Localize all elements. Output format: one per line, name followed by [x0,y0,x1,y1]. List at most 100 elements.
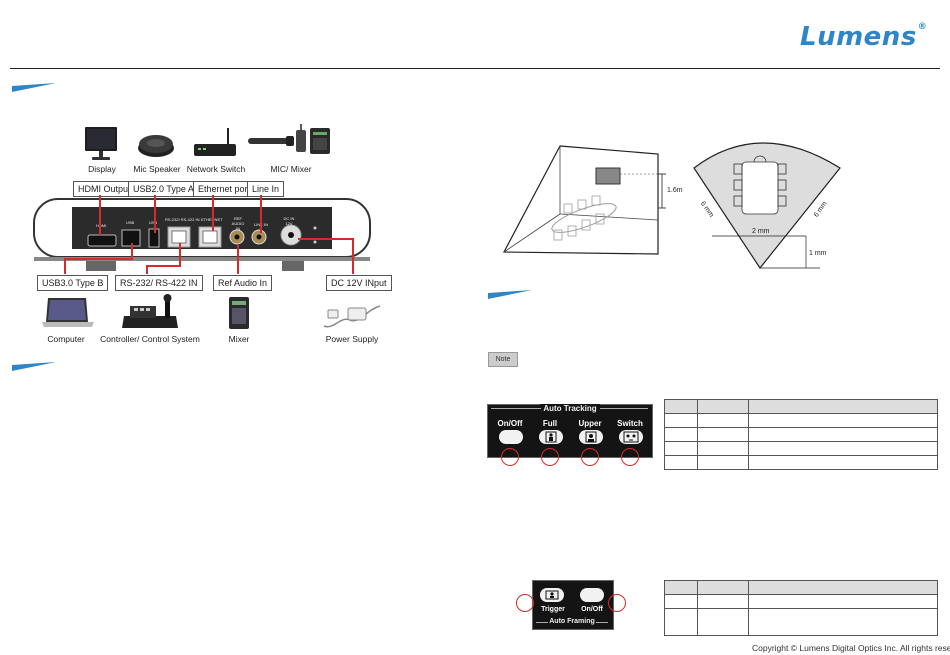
auto-framing-rule-left [536,622,548,623]
tracking-upper-label: Upper [578,419,602,428]
line-rs232-h [146,265,181,267]
line-usb-b-h [64,258,133,260]
lumens-logo: Lumens® [800,22,927,52]
copyright-text: Copyright © Lumens Digital Optics Inc. A… [752,643,950,653]
auto-framing-title: Auto Framing [549,618,595,625]
display-icon [85,127,117,160]
caption-mixer: Mixer [228,334,250,344]
room-height-label: 1.6m [667,187,683,194]
caption-mic-mixer: MIC/ Mixer [270,164,312,174]
fan-width-label: 2 mm [752,228,770,235]
auto-framing-table [664,580,938,636]
computer-icon [42,298,94,327]
tracking-onoff-label: On/Off [497,419,523,428]
framing-onoff-label: On/Off [581,606,603,613]
tracking-onoff-button[interactable] [499,430,523,444]
caption-power-supply: Power Supply [325,334,379,344]
label-dc-12v-input: DC 12V INput [326,275,392,291]
line-hdmi [99,195,101,235]
line-dc-v [352,238,354,274]
mic-speaker-icon [138,135,174,157]
callout-circle-3 [581,448,599,466]
table-row [664,455,938,470]
table-row [664,413,938,428]
network-switch-icon [194,128,236,156]
table-row [664,427,938,442]
line-dc-h [298,238,353,240]
switch-icon [623,431,639,443]
callout-circle-1 [501,448,519,466]
table-header-row [664,580,938,595]
label-ethernet-port: Ethernet port [193,181,256,197]
controller-icon [122,294,178,328]
table-header-cell [697,580,749,595]
tracking-full-label: Full [542,419,558,428]
auto-tracking-rule-right [600,408,648,409]
table-header-cell [697,399,749,414]
silk-hdmi: HDMI [96,223,107,228]
framing-trigger-icon [545,590,559,600]
table-row [664,594,938,609]
coverage-fan-diagram [693,142,841,270]
table-header-cell [748,580,938,595]
silk-ref-audio: REF AUDIO IN [231,216,245,231]
label-ref-audio-in: Ref Audio In [213,275,273,291]
full-body-icon [545,431,557,443]
table-header-cell [664,399,698,414]
registered-mark: ® [917,22,928,32]
line-ethernet [212,195,214,231]
caption-display: Display [88,164,116,174]
callout-circle-4 [621,448,639,466]
auto-framing-rule-right [596,622,608,623]
tracking-upper-button[interactable] [579,430,603,444]
caption-network-switch: Network Switch [186,164,246,174]
auto-tracking-table [664,399,938,470]
auto-tracking-title: Auto Tracking [540,404,600,413]
header-rule [10,68,940,69]
callout-circle-2 [541,448,559,466]
auto-tracking-rule-left [491,408,541,409]
tracking-switch-label: Switch [617,419,643,428]
upper-body-icon [585,431,597,443]
label-line-in: Line In [247,181,285,197]
silk-usb-a: USB [149,220,157,225]
caption-mic-speaker: Mic Speaker [133,164,181,174]
label-usb3-type-b: USB3.0 Type B [37,275,109,291]
table-row [664,441,938,456]
section-marker-left-2 [12,362,56,371]
mixer-icon [229,297,249,329]
table-header-row [664,399,938,414]
line-rs232-v2 [146,265,148,274]
tracking-switch-button[interactable] [619,430,643,444]
section-marker-right [488,290,532,299]
line-ref-audio [237,245,239,274]
framing-onoff-button[interactable] [580,588,604,602]
line-rs232-v1 [179,243,181,267]
mic-mixer-icon [248,124,330,154]
table-header-cell [748,399,938,414]
power-supply-icon [323,305,381,328]
silk-ethernet: ETHERNET [201,217,223,222]
camera-back-panel [33,198,371,271]
room-diagram [503,145,666,255]
framing-trigger-button[interactable] [540,588,564,602]
callout-circle-6 [608,594,626,612]
silk-dc-in: DC IN 12V [283,216,295,226]
note-badge: Note [488,352,518,367]
framing-trigger-label: Trigger [541,606,565,613]
label-usb2-type-a: USB2.0 Type A [128,181,199,197]
fan-depth-label: 1 mm [809,250,827,257]
line-usb-b-v1 [131,243,133,260]
caption-computer: Computer [47,334,85,344]
tracking-full-button[interactable] [539,430,563,444]
silk-rs232: RS-232/ RS-422 IN [165,217,200,222]
label-rs232-in: RS-232/ RS-422 IN [115,275,203,291]
line-line-in [260,195,262,233]
section-marker-connections [12,83,56,92]
line-usb-b-v2 [64,258,66,274]
brand-name: Lumens [800,22,917,52]
callout-circle-5 [516,594,534,612]
table-header-cell [664,580,698,595]
silk-usb-b: USB [126,220,135,225]
table-row [664,608,938,636]
